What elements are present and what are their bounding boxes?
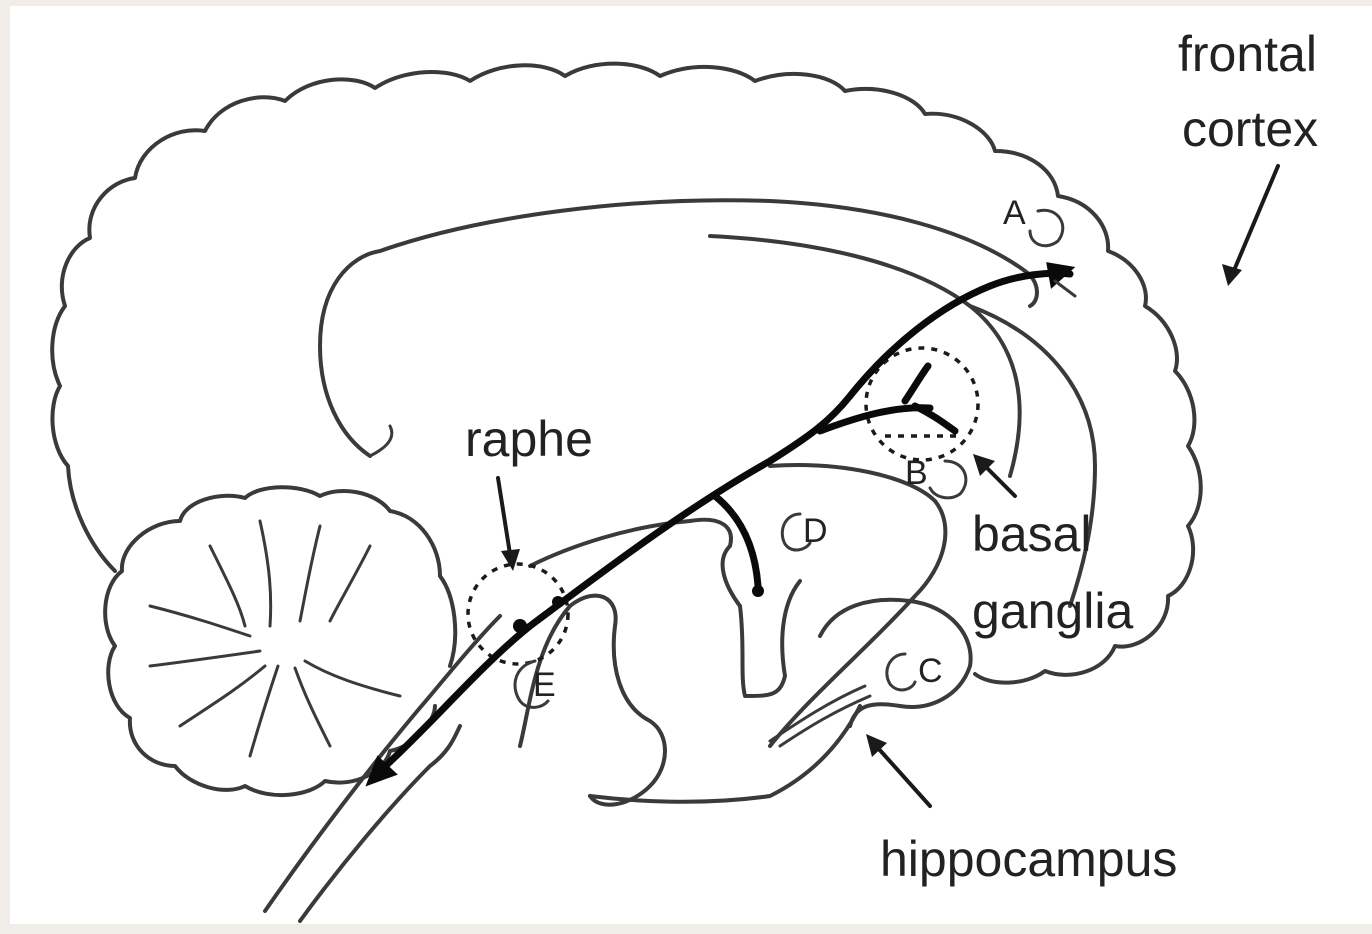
receptor-curl-c	[887, 654, 915, 690]
raphe-cell-dot-1	[513, 619, 527, 633]
lateral-ventricle-arc	[710, 236, 1020, 476]
brain-diagram: frontal cortex raphe basal ganglia hippo…	[10, 6, 1372, 924]
basal-ganglia-region	[866, 348, 978, 460]
marker-e: E	[533, 666, 556, 704]
frontal-cortex-label-line1: frontal	[1178, 26, 1317, 82]
brain-diagram-svg: frontal cortex raphe basal ganglia hippo…	[10, 6, 1372, 924]
basal-ganglia-label-line1: basal	[972, 506, 1092, 562]
frontal-cortex-pointer	[1222, 166, 1278, 286]
raphe-pointer	[498, 478, 520, 571]
raphe-label: raphe	[465, 411, 593, 467]
receptor-curl-b	[930, 461, 966, 498]
marker-a: A	[1003, 194, 1026, 232]
marker-c: C	[918, 652, 943, 690]
hippocampus-label: hippocampus	[880, 831, 1177, 887]
serotonin-pathway-main	[380, 273, 1070, 771]
raphe-cell-dot-2	[552, 596, 564, 608]
receptor-curl-a	[1030, 210, 1063, 246]
frontal-tail-line	[1055, 281, 1075, 296]
raphe-nucleus-region	[468, 564, 568, 664]
corpus-callosum-inner	[370, 426, 392, 456]
serotonin-pathway-basal-branch	[820, 366, 955, 431]
frontal-cortex-label-line2: cortex	[1182, 101, 1318, 157]
marker-b: B	[905, 454, 928, 492]
cerebellum-folia	[150, 521, 400, 756]
basal-ganglia-label-line2: ganglia	[972, 583, 1133, 639]
d-branch-end-dot	[752, 585, 764, 597]
hippocampus-pointer	[866, 734, 930, 806]
marker-d: D	[803, 512, 828, 550]
